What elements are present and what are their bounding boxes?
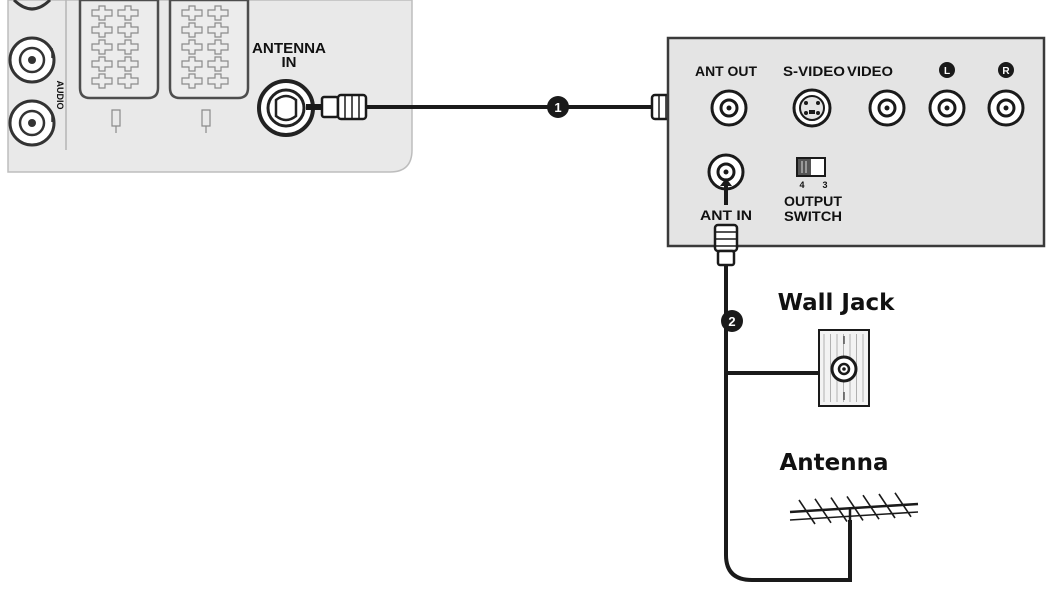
- scart-pin: [117, 39, 139, 55]
- scart-pin: [91, 22, 113, 38]
- scart-pin: [91, 56, 113, 72]
- antenna-element: [814, 498, 832, 524]
- scart-pin: [117, 56, 139, 72]
- cable-2: 2: [713, 223, 852, 582]
- audio-jack-top: [8, 36, 56, 84]
- scart-pin: [91, 5, 113, 21]
- scart-pin: [181, 39, 203, 55]
- audio-left-jack: [928, 89, 966, 127]
- step-1-badge: 1: [547, 96, 569, 118]
- output-switch-label-line1: OUTPUT: [784, 193, 842, 209]
- scart-pin: [207, 39, 229, 55]
- ant-out-label: ANT OUT: [695, 63, 757, 79]
- scart-pin: [207, 56, 229, 72]
- step-1-number: 1: [554, 100, 561, 115]
- s-video-jack: [792, 88, 832, 128]
- antenna-in-jack: [257, 79, 315, 137]
- audio-left-letter: L: [944, 66, 950, 77]
- audio-jack-partial: [12, 0, 52, 11]
- scart-pin: [181, 5, 203, 21]
- antenna-in-label-line1: ANTENNA: [252, 40, 326, 57]
- wall-jack-label: Wall Jack: [778, 290, 896, 316]
- scart-pin: [207, 22, 229, 38]
- cable-1-plug-tv: [306, 93, 368, 121]
- scart-pin: [181, 73, 203, 89]
- scart-pin: [181, 22, 203, 38]
- video-jack: [868, 89, 906, 127]
- antenna-icon: [789, 492, 919, 525]
- antenna-element: [894, 492, 912, 518]
- vcr-rear-panel: ANT OUT S-VIDEO VIDEO L R: [666, 36, 1046, 248]
- audio-left-badge: L: [939, 62, 955, 78]
- scart-pin: [181, 56, 203, 72]
- step-2-badge: 2: [721, 310, 743, 332]
- antenna-in-label-line2: IN: [282, 54, 297, 71]
- scart-pin: [207, 73, 229, 89]
- antenna-element: [862, 494, 880, 520]
- s-video-label: S-VIDEO: [783, 63, 845, 79]
- tv-rear-panel: AUDIO ANTENNA IN: [7, 0, 413, 173]
- switch-channel-a: 4: [799, 180, 804, 190]
- antenna-element: [798, 499, 816, 525]
- audio-right-badge: R: [998, 62, 1014, 78]
- cable-2-plug: [713, 223, 739, 267]
- step-2-number: 2: [728, 314, 735, 329]
- antenna-element: [830, 497, 848, 523]
- audio-right-letter: R: [1002, 66, 1010, 77]
- scart-pin: [91, 73, 113, 89]
- scart-pin: [117, 22, 139, 38]
- scart-pin: [207, 5, 229, 21]
- scart-pin: [91, 39, 113, 55]
- video-label: VIDEO: [847, 63, 893, 79]
- antenna-label: Antenna: [779, 450, 888, 476]
- scart-pin: [117, 73, 139, 89]
- vcr-panel-body: [666, 36, 1046, 248]
- antenna-element: [846, 495, 864, 521]
- antenna-element: [878, 493, 896, 519]
- output-switch-label-line2: SWITCH: [784, 208, 842, 224]
- audio-jack-bottom: [8, 99, 56, 147]
- ant-out-jack: [710, 89, 748, 127]
- wall-jack: [818, 329, 870, 407]
- output-switch: [796, 157, 826, 177]
- scart-connector-2: [168, 0, 250, 133]
- audio-right-jack: [987, 89, 1025, 127]
- ant-in-label: ANT IN: [700, 207, 752, 223]
- scart-connector-1: [78, 0, 160, 133]
- switch-channel-b: 3: [822, 180, 827, 190]
- audio-label: AUDIO: [55, 81, 65, 110]
- scart-pin: [117, 5, 139, 21]
